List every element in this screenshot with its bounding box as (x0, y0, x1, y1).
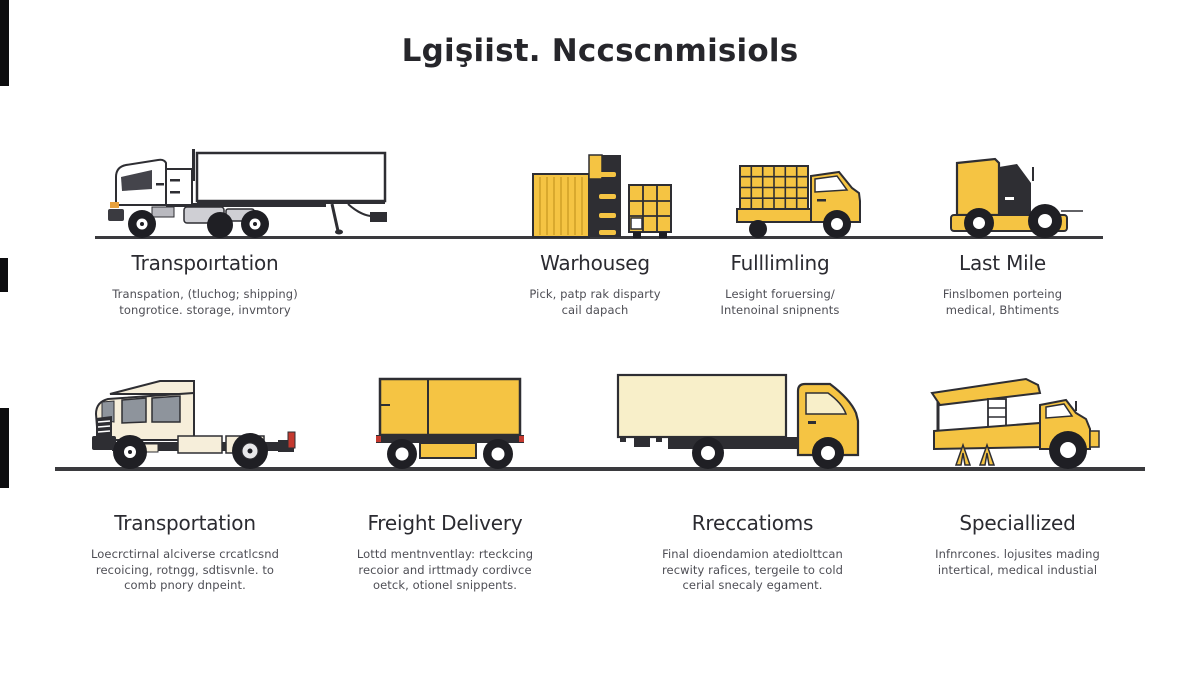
category-description-line: Finslbomen porteing (942, 287, 1063, 301)
category-title: Rreccatioms (691, 511, 814, 535)
ground-line-bottom (55, 467, 1145, 471)
category-description-line: cail dapach (561, 302, 629, 317)
category-description-line: intertical, medical industial (937, 562, 1098, 577)
category-description-line: Intenoinal snipnents (720, 302, 840, 317)
category-card-specialized: Speciallized Infnrcones. lojusites madin… (885, 510, 1150, 578)
category-description-line: cerial snecaly egament. (682, 578, 823, 592)
category-card-warehousing: Warhouseg Pick, patp rak disparty cail d… (470, 250, 720, 318)
category-description-line: Loecrctirnal alciverse crcatlcsnd (90, 547, 280, 561)
edge-artifact-bottom (0, 408, 9, 488)
category-card-last-mile: Last Mile Finslbomen porteing medical, B… (885, 250, 1120, 318)
category-description-line: Final dioendamion atediolttcan (662, 547, 843, 561)
category-description-line: Pick, patp rak disparty (529, 287, 661, 301)
specialized-canopy-truck-icon (928, 373, 1108, 469)
category-description-line: Transpation, (tluchog; shipping) (112, 287, 298, 301)
yellow-box-trailer-icon (368, 375, 530, 469)
category-title: Last Mile (959, 251, 1046, 275)
category-title: Transportation (114, 511, 256, 535)
edge-artifact-middle (0, 258, 8, 292)
category-card-fulfilment: Fulllimling Lesight foruersing/ Intenoin… (665, 250, 895, 318)
category-description-line: tongrotice. storage, invmtory (119, 302, 291, 317)
category-title: Warhouseg (540, 251, 650, 275)
category-description-line: recoicing, rotngg, sdtisvnle. to (95, 562, 275, 577)
category-description-line: comb pnory dnpeint. (124, 578, 246, 592)
category-card-transportation-2: Transportation Loecrctirnal alciverse cr… (45, 510, 325, 594)
semi-truck-icon (100, 143, 390, 238)
category-description-line: recoior and irttmady cordivce (358, 562, 532, 577)
page-title: Lgişiist. Nccscnmisiols (401, 33, 799, 69)
yellow-tractor-icon (943, 151, 1083, 238)
edge-artifact-top (0, 0, 9, 86)
category-description-line: Infnrcones. lojusites mading (935, 547, 1100, 561)
category-description-line: medical, Bhtiments (945, 302, 1060, 317)
cream-tractor-cab-icon (82, 374, 304, 469)
category-title: Freight Delivery (367, 511, 523, 535)
category-title: Fulllimling (730, 251, 830, 275)
category-description-line: Lesight foruersing/ (725, 287, 835, 301)
category-description-line: oetck, otionel snippents. (373, 578, 517, 592)
category-card-freight-delivery: Freight Delivery Lottd mentnventlay: rte… (315, 510, 575, 594)
warehouse-container-icon (523, 147, 675, 238)
loaded-cargo-truck-icon (733, 149, 885, 238)
category-description-line: Lottd mentnventlay: rteckcing (356, 547, 534, 561)
category-card-recreations: Rreccatioms Final dioendamion atediolttc… (615, 510, 890, 594)
category-description-line: recwity rafices, tergeile to cold (661, 562, 844, 577)
category-title: Transpoırtation (131, 251, 279, 275)
box-truck-icon (612, 369, 864, 469)
category-card-transportation-1: Transpoırtation Transpation, (tluchog; s… (55, 250, 355, 318)
ground-line-top (95, 236, 1103, 239)
category-title: Speciallized (959, 511, 1076, 535)
